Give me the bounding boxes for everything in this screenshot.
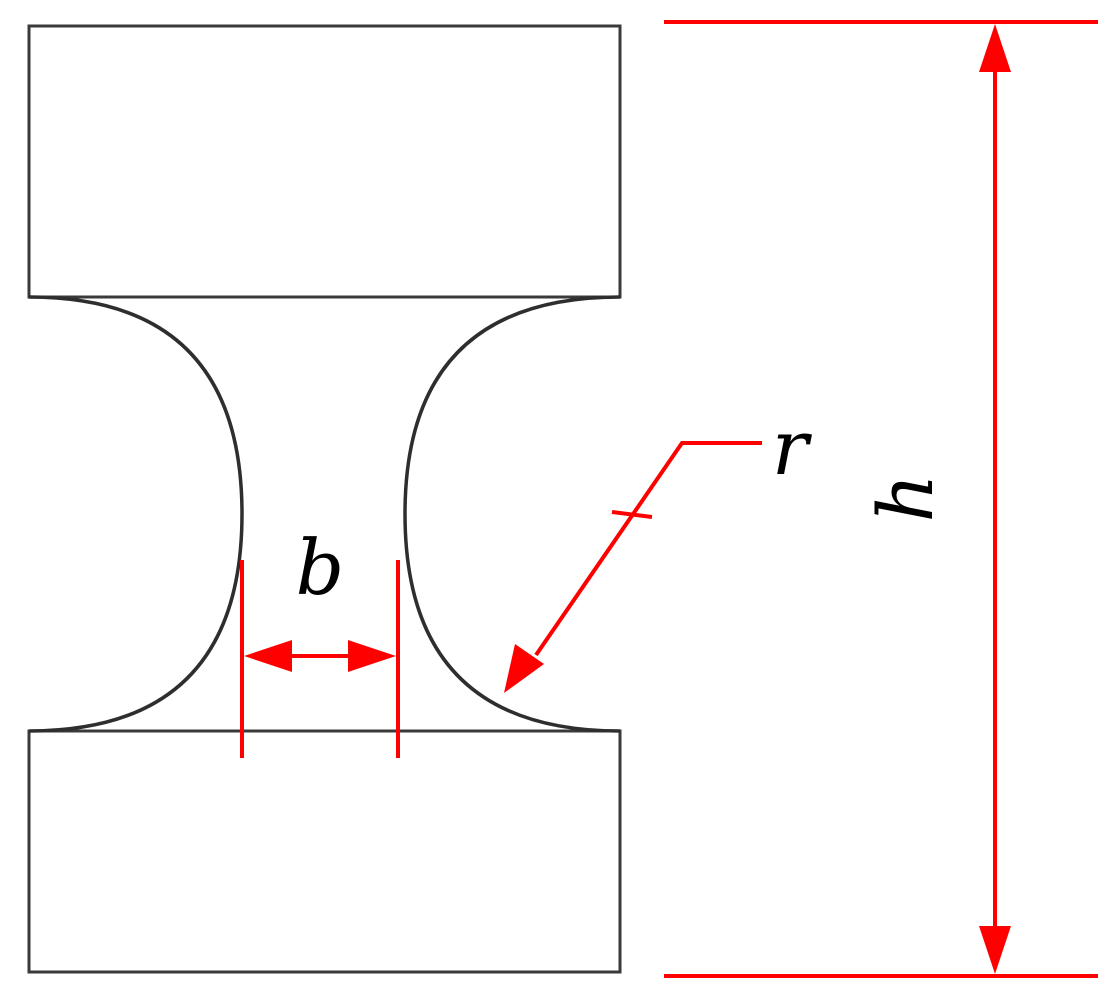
- radius-arrowhead: [504, 644, 544, 693]
- width-arrowhead-right: [348, 640, 396, 672]
- radius-leader-line: [534, 441, 762, 657]
- radius-center-tick: [611, 510, 653, 519]
- height-label: h: [861, 474, 950, 523]
- width-arrowhead-left: [244, 640, 292, 672]
- bottom-grip-block: [27, 729, 622, 974]
- width-label: b: [296, 523, 345, 612]
- height-arrowhead-bottom: [979, 926, 1011, 974]
- radius-label: r: [772, 403, 813, 492]
- top-grip-block: [27, 24, 622, 299]
- left-fillet-arc: [28, 295, 244, 733]
- height-arrowhead-top: [979, 24, 1011, 72]
- right-fillet-arc: [403, 295, 621, 733]
